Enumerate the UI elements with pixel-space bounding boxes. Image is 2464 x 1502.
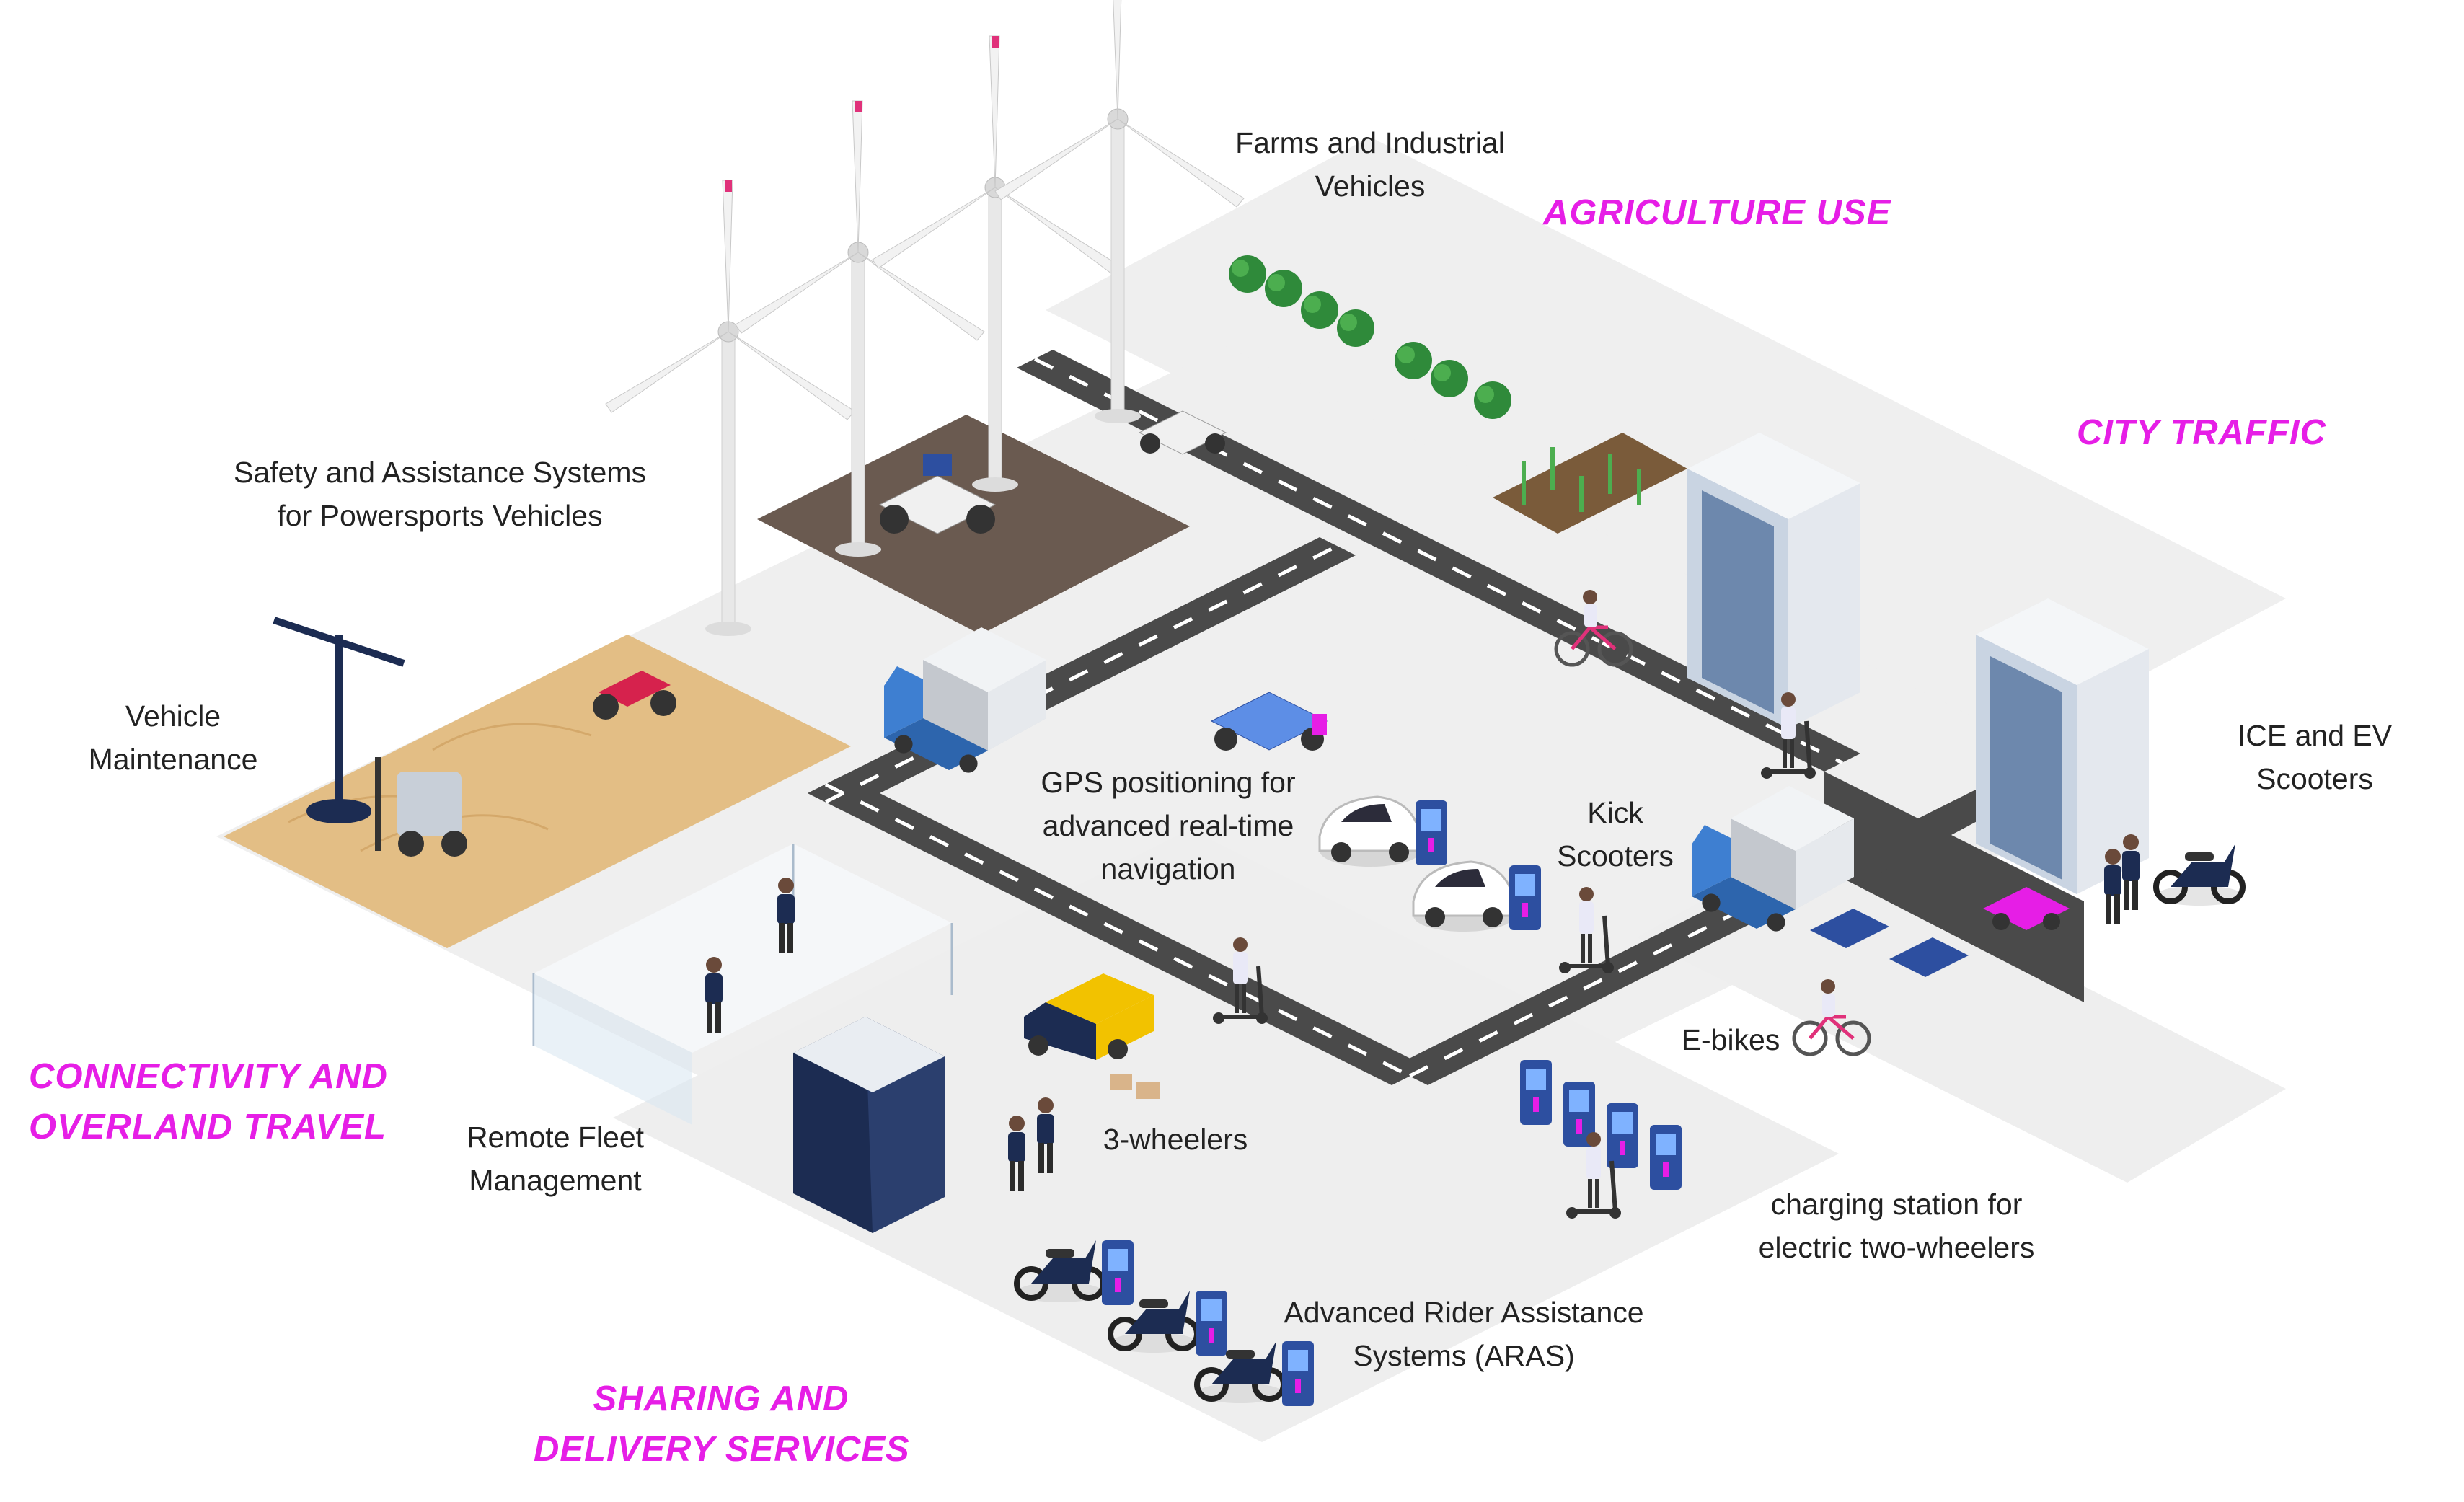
charger-icon	[1102, 1240, 1134, 1305]
tuk-tuk-icon	[1024, 973, 1154, 1060]
motorcycle-icon	[2156, 844, 2243, 906]
label-gps-line-1: GPS positioning for	[1041, 766, 1296, 799]
label-aras: Advanced Rider Assistance Systems (ARAS)	[1240, 1291, 1687, 1377]
label-ebikes-text: E-bikes	[1681, 1023, 1780, 1056]
sector-connectivity: CONNECTIVITY AND OVERLAND TRAVEL	[29, 1051, 433, 1152]
label-kick-line-2: Scooters	[1557, 839, 1674, 873]
atv-icon	[593, 671, 676, 720]
office-building-icon	[1976, 598, 2149, 894]
sector-sharing: SHARING AND DELIVERY SERVICES	[534, 1374, 909, 1475]
charger-icon	[1607, 1103, 1638, 1168]
label-ice-line-1: ICE and EV	[2237, 719, 2393, 752]
sector-sharing-line-1: SHARING AND	[593, 1379, 849, 1418]
electric-car-icon	[1983, 887, 2070, 930]
tractor-icon	[878, 454, 997, 534]
label-fleet-line-2: Management	[469, 1164, 642, 1197]
sector-sharing-line-2: DELIVERY SERVICES	[534, 1430, 910, 1469]
label-fleet: Remote Fleet Management	[440, 1116, 671, 1202]
sector-connectivity-line-1: CONNECTIVITY AND	[29, 1057, 388, 1096]
label-maintenance-line-2: Maintenance	[88, 743, 258, 776]
bike-station	[1810, 909, 1969, 977]
charger-icon	[1416, 800, 1447, 865]
crop-field	[1493, 433, 1687, 534]
glass-office	[532, 844, 953, 1125]
label-kick: Kick Scooters	[1500, 791, 1731, 878]
office-building-icon	[1687, 433, 1860, 728]
tractor-icon	[1138, 410, 1227, 455]
label-aras-line-1: Advanced Rider Assistance	[1284, 1296, 1644, 1329]
person-icon	[2122, 834, 2140, 910]
charger-icon	[1650, 1125, 1682, 1190]
ground-tile-agriculture	[1046, 137, 2286, 772]
label-ebikes: E-bikes	[1622, 1018, 1839, 1061]
label-charging-line-2: electric two-wheelers	[1758, 1231, 2035, 1264]
charger-icon	[1520, 1060, 1552, 1125]
crane-icon	[273, 617, 405, 823]
label-wheelers-text: 3-wheelers	[1103, 1123, 1248, 1156]
parcel-icon	[1110, 1074, 1160, 1099]
label-kick-line-1: Kick	[1587, 796, 1643, 829]
sector-city-text: CITY TRAFFIC	[2077, 413, 2326, 452]
ground-tile-charging	[1637, 844, 2286, 1183]
sector-connectivity-line-2: OVERLAND TRAVEL	[29, 1108, 387, 1147]
person-icon	[2104, 849, 2121, 924]
forklift-icon	[375, 757, 467, 857]
rover-icon	[1210, 692, 1328, 751]
label-maintenance: Vehicle Maintenance	[58, 694, 288, 781]
label-safety: Safety and Assistance Systems for Powers…	[173, 451, 707, 537]
label-farms-line-1: Farms and Industrial	[1235, 126, 1505, 159]
label-farms: Farms and Industrial Vehicles	[1168, 121, 1572, 208]
sand-plot	[224, 635, 851, 948]
label-wheelers: 3-wheelers	[1074, 1118, 1276, 1161]
label-ice: ICE and EV Scooters	[2207, 714, 2423, 800]
label-charging-line-1: charging station for	[1770, 1188, 2023, 1221]
label-safety-line-1: Safety and Assistance Systems	[234, 456, 646, 489]
label-gps-line-3: navigation	[1100, 852, 1236, 885]
ground-tile-sharing	[613, 829, 1839, 1442]
label-safety-line-2: for Powersports Vehicles	[277, 499, 603, 532]
sector-city: CITY TRAFFIC	[2077, 407, 2336, 458]
crop-plants	[1522, 447, 1641, 512]
label-charging: charging station for electric two-wheele…	[1695, 1183, 2098, 1269]
label-maintenance-line-1: Vehicle	[125, 699, 221, 733]
office-building-icon	[793, 1017, 945, 1233]
label-farms-line-2: Vehicles	[1315, 169, 1426, 203]
label-gps-line-2: advanced real-time	[1042, 809, 1294, 842]
label-ice-line-2: Scooters	[2256, 762, 2373, 795]
label-fleet-line-1: Remote Fleet	[466, 1121, 645, 1154]
sector-agriculture: AGRICULTURE USE	[1543, 187, 1904, 238]
label-gps: GPS positioning for advanced real-time n…	[995, 761, 1341, 891]
charger-icon	[1196, 1291, 1227, 1356]
sector-agriculture-text: AGRICULTURE USE	[1543, 193, 1891, 232]
label-aras-line-2: Systems (ARAS)	[1353, 1339, 1575, 1372]
